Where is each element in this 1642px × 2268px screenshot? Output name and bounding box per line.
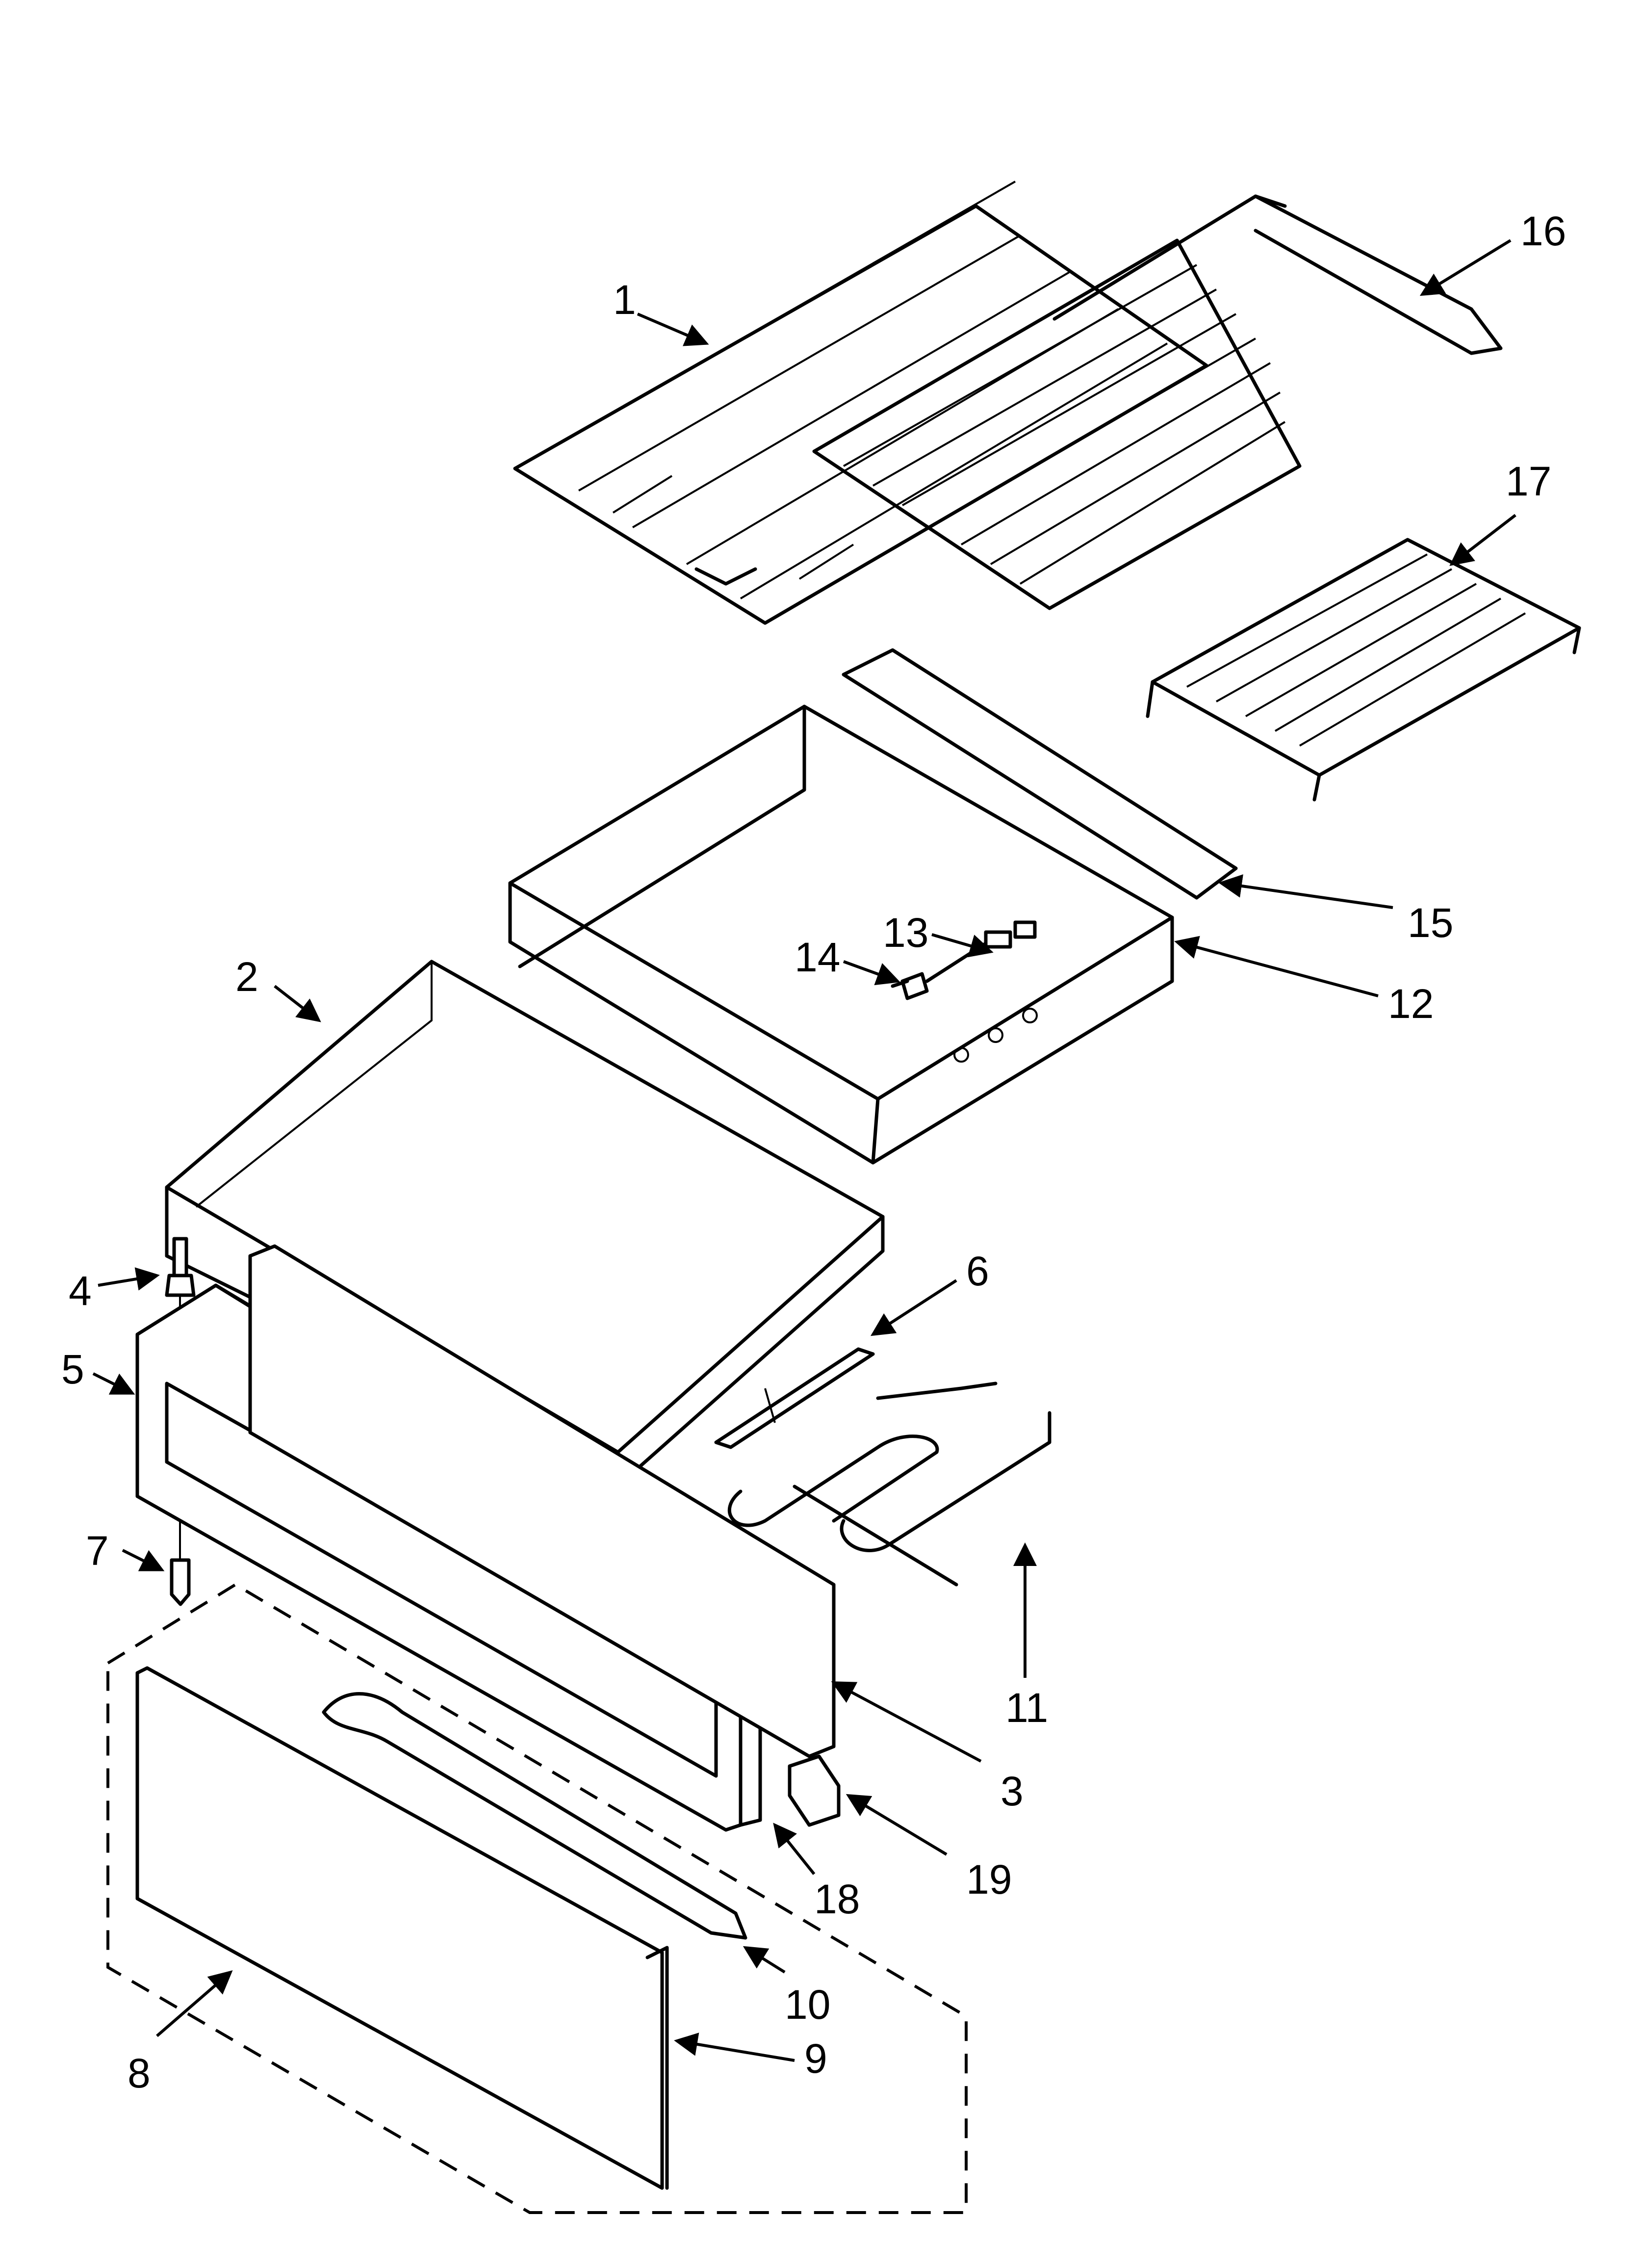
oven-rack-part-1 — [513, 181, 1208, 625]
screw-part-7 — [170, 1521, 191, 1606]
callout-13: 13 — [883, 910, 928, 956]
sensor-part-13 — [925, 920, 1037, 983]
callout-15: 15 — [1408, 900, 1453, 946]
callout-4: 4 — [69, 1268, 92, 1314]
callout-14: 14 — [795, 934, 840, 980]
small-rack-part-17 — [1146, 538, 1581, 802]
callout-10: 10 — [785, 1981, 830, 2028]
drawer-housing-part-12 — [508, 704, 1174, 1165]
callout-1: 1 — [613, 277, 636, 323]
drawer-front-part-9 — [135, 1666, 669, 2190]
callout-12: 12 — [1388, 981, 1434, 1027]
callout-7: 7 — [86, 1528, 109, 1574]
callout-5: 5 — [61, 1346, 84, 1392]
inner-panel-part-3 — [248, 1244, 836, 1758]
oven-rack-front — [812, 238, 1302, 610]
handle-part-10 — [322, 1692, 747, 1940]
leader-lines — [92, 239, 1516, 2062]
callout-3: 3 — [1001, 1768, 1024, 1814]
callout-8: 8 — [128, 2050, 151, 2096]
callout-11: 11 — [1005, 1685, 1048, 1731]
rack-frame-part-16 — [1052, 194, 1503, 355]
pin-part-4 — [165, 1237, 196, 1354]
callout-6: 6 — [966, 1248, 989, 1294]
callout-2: 2 — [235, 954, 258, 1000]
callout-labels: 1 2 3 4 5 6 7 8 9 10 11 12 13 14 15 16 1… — [61, 208, 1566, 2096]
callout-16: 16 — [1520, 208, 1566, 254]
heating-element-part-11 — [728, 1382, 1052, 1587]
shield-part-15 — [842, 648, 1238, 900]
cover-part-6 — [714, 1347, 875, 1449]
callout-18: 18 — [814, 1876, 860, 1922]
callout-17: 17 — [1506, 458, 1551, 504]
screw-part-14 — [891, 972, 929, 1000]
callout-9: 9 — [804, 2035, 827, 2082]
callout-19: 19 — [966, 1856, 1012, 1903]
drawer-front-assembly-part-8 — [106, 1583, 968, 2214]
bracket-part-19 — [788, 1754, 841, 1827]
